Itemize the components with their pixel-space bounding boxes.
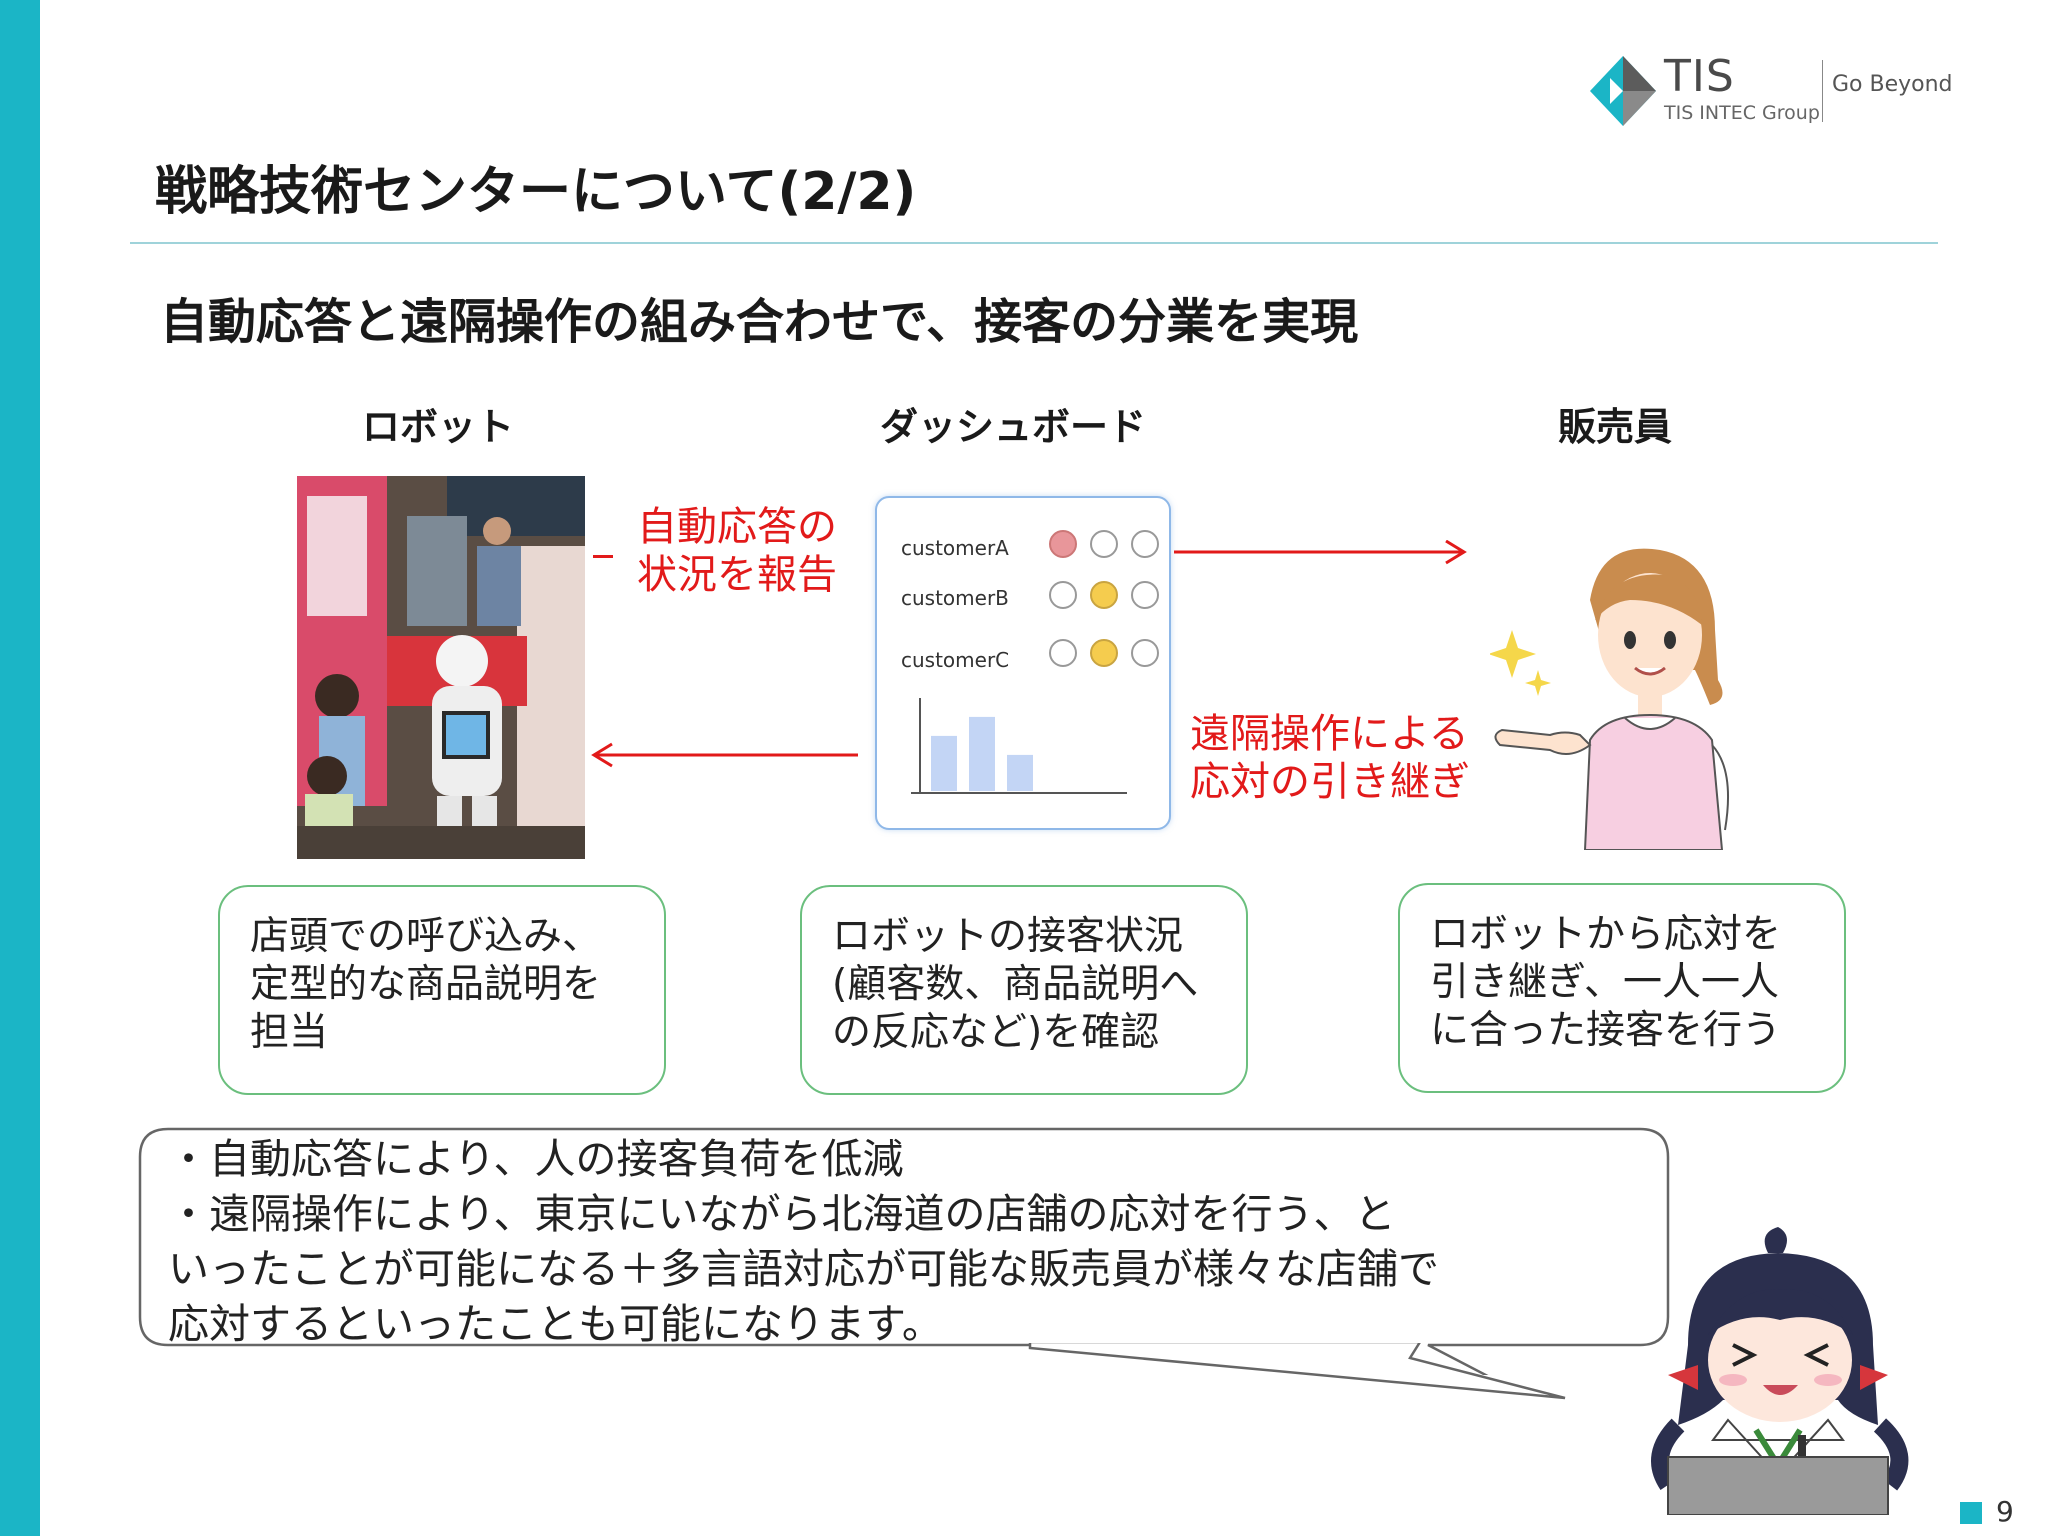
handover-label: 遠隔操作による 応対の引き継ぎ [1190,710,1470,806]
dashboard-role-box: ロボットの接客状況 (顧客数、商品説明へ の反応など)を確認 [800,885,1248,1095]
page-number: 9 [1996,1495,2014,1528]
report-label-line: 状況を報告 [637,552,837,598]
column-heading-robot: ロボット [362,405,515,449]
slide-title: 戦略技術センターについて(2/2) [155,162,917,222]
column-heading-staff: 販売員 [1558,405,1673,449]
box-line: 引き継ぎ、一人一人 [1430,960,1780,1005]
company-logo: TIS TIS INTEC Group Go Beyond [1590,52,1960,132]
customer-name: customerA [901,536,1009,560]
speech-bubble-tail [1020,1340,1566,1400]
report-label-line: 自動応答の [637,504,837,550]
speech-text: ・自動応答により、人の接客負荷を低減 ・遠隔操作により、東京にいながら北海道の店… [168,1132,1439,1352]
column-heading-dashboard: ダッシュボード [880,405,1147,449]
status-dot [1049,581,1077,609]
box-line: 店頭での呼び込み、 [250,914,602,959]
tis-logo-mark-icon [1590,56,1656,126]
salesperson-illustration [1488,530,1750,851]
handover-label-line: 遠隔操作による [1190,711,1469,757]
box-line: ロボットから応対を [1430,912,1782,957]
status-dot [1090,639,1118,667]
slide-subtitle: 自動応答と遠隔操作の組み合わせで、接客の分業を実現 [160,294,1359,350]
page-number-marker [1960,1502,1982,1524]
arrow-to-robot [591,742,858,768]
status-dot [1090,530,1118,558]
robot-photo [297,476,585,859]
report-status-label: 自動応答の 状況を報告 [637,503,837,599]
box-line: (顧客数、商品説明へ [832,962,1199,1007]
status-dot [1090,581,1118,609]
box-line: の反応など)を確認 [832,1010,1160,1055]
status-dot [1131,639,1159,667]
box-line: 担当 [250,1010,329,1055]
logo-group: TIS INTEC Group [1664,102,1820,124]
robot-role-box: 店頭での呼び込み、 定型的な商品説明を 担当 [218,885,666,1095]
mini-chart-bar [969,716,995,791]
dashboard-panel: customerA customerB customerC [875,496,1171,830]
status-dot [1049,530,1077,558]
arrow-to-staff [1174,540,1467,565]
box-line: ロボットの接客状況 [832,914,1184,959]
box-line: 定型的な商品説明を [250,962,602,1007]
status-dot [1131,581,1159,609]
logo-name: TIS [1664,51,1735,102]
staff-role-box: ロボットから応対を 引き継ぎ、一人一人 に合った接客を行う [1398,883,1846,1093]
sparkle-icon [1488,630,1536,678]
sparkle-icon [1525,670,1551,696]
logo-tagline: Go Beyond [1832,72,1953,97]
report-label-tick [593,555,613,558]
customer-name: customerB [901,586,1009,610]
speech-line: 応対するといったことも可能になります。 [168,1300,943,1348]
logo-divider [1822,60,1823,122]
status-dot [1049,639,1077,667]
status-dot [1131,530,1159,558]
mini-bar-chart [911,698,1127,794]
handover-label-line: 応対の引き継ぎ [1190,759,1470,805]
mini-chart-bar [1007,754,1033,791]
mini-chart-bar [931,735,957,791]
box-line: に合った接客を行う [1430,1008,1782,1053]
customer-name: customerC [901,648,1010,672]
left-accent-bar [0,0,40,1536]
presenter-character [1628,1225,1928,1516]
speech-line: ・遠隔操作により、東京にいながら北海道の店舗の応対を行う、と [168,1190,1396,1238]
speech-line: いったことが可能になる＋多言語対応が可能な販売員が様々な店舗で [168,1245,1439,1293]
speech-line: ・自動応答により、人の接客負荷を低減 [168,1135,904,1183]
title-divider [130,242,1938,244]
